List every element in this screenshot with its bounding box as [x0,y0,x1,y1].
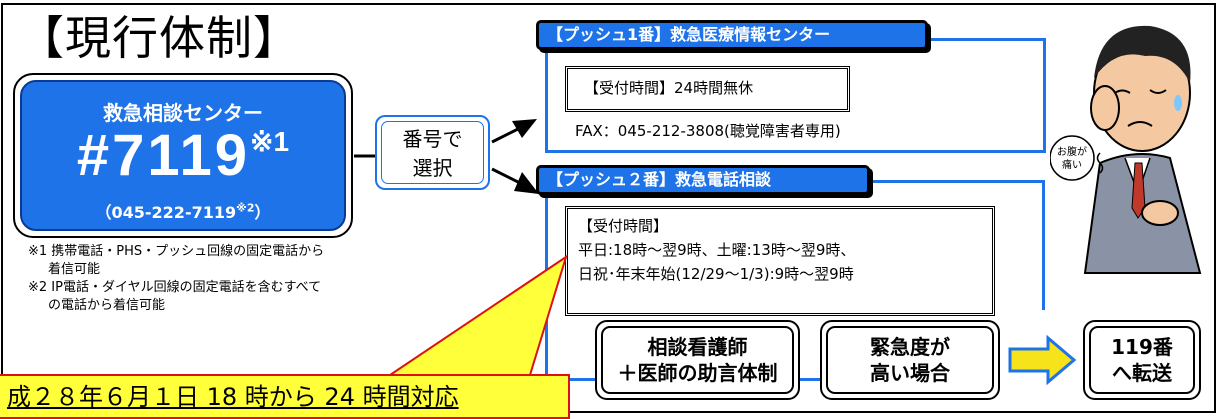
patient-illustration: お腹が 痛い [1050,25,1202,274]
consult-node: 相談看護師 ＋医師の助言体制 [595,320,800,400]
push1-right-line [1043,38,1046,153]
mouth [1127,121,1153,127]
transfer-line-1: 119番 [1111,335,1173,359]
push1-bottom-line [545,150,1046,153]
push2-right-line [1042,180,1045,310]
page-title: 【現行体制】 [18,11,300,65]
push2-hours: 【受付時間】 平日:18時～翌9時、土曜:13時～翌9時、 日祝･年末年始(12… [565,206,995,316]
center-number: #7119※1 [22,122,344,189]
push2-hours-holiday: 日祝･年末年始(12/29～1/3):9時～翌9時 [578,265,854,283]
callout-pointer-shape [386,255,568,376]
footnote-1-cont: 着信可能 [48,262,101,277]
yellow-arrow-icon [1008,335,1077,385]
left-eye [1114,89,1131,94]
arrow-head-push2 [514,172,539,194]
number-select-label: 番号で 選択 [381,121,484,184]
push1-left-line [545,38,548,151]
urgency-node: 緊急度が 高い場合 [820,320,1000,400]
diagram-frame [1,3,1216,413]
select-line-1: 番号で [402,127,463,151]
emergency-center-panel: 救急相談センター #7119※1 （045-222-7119※2） [20,80,346,231]
callout-text: 成２８年６月１日 18 時から 24 時間対応 [7,383,459,411]
consult-line-2: ＋医師の助言体制 [617,361,778,385]
sweat-drop [1174,95,1182,111]
pain-lines-icon [1096,152,1104,174]
speech-bubble-text-1: お腹が [1057,145,1087,158]
push1-hours: 【受付時間】24時間無休 [565,66,850,112]
center-alt-number: （045-222-7119※2） [22,199,344,223]
push2-top-line [865,180,1045,183]
push1-fax: FAX：045-212-3808(聴覚障害者専用) [575,122,841,140]
emergency-center-box: 救急相談センター #7119※1 （045-222-7119※2） [13,73,353,238]
center-number-note: ※1 [250,126,290,157]
callout-pointer [386,255,568,376]
hair [1094,25,1191,83]
urgency-line-2: 高い場合 [870,361,950,385]
footnote-1: ※1 携帯電話・PHS・プッシュ回線の固定電話から [28,244,325,259]
footnote-2: ※2 IP電話・ダイヤル回線の固定電話を含むすべて [28,280,322,295]
transfer-arrow [1008,335,1077,385]
alt-number-close: ） [254,203,271,222]
hand-on-stomach [1141,200,1179,226]
hand-on-head [1090,85,1120,131]
center-number-value: #7119 [76,123,251,188]
number-select-box: 番号で 選択 [375,115,490,190]
push2-hours-weekday: 平日:18時～翌9時、土曜:13時～翌9時、 [578,241,856,259]
arrow-head-push1 [512,119,537,138]
push1-header: 【プッシュ1番】救急医療情報センター [536,20,928,50]
footnote-2-cont: の電話から着信可能 [48,298,166,313]
transfer-node: 119番 へ転送 [1083,320,1201,400]
push2-hours-title: 【受付時間】 [578,217,669,235]
transfer-node-label: 119番 へ転送 [1089,326,1195,394]
alt-number-note: ※2 [236,201,255,215]
center-name: 救急相談センター [103,101,263,125]
transfer-line-2: へ転送 [1112,361,1172,385]
flow-line-a [548,378,598,381]
push1-top-line [920,38,1046,41]
right-eye [1149,89,1167,94]
push2-header: 【プッシュ２番】救急電話相談 [536,165,870,195]
flow-line-b [800,378,822,381]
alt-number-value: （045-222-7119 [95,203,237,222]
footnotes: ※1 携帯電話・PHS・プッシュ回線の固定電話から 着信可能 ※2 IP電話・ダ… [28,243,324,315]
select-line-2: 選択 [412,156,453,180]
consult-line-1: 相談看護師 [647,335,748,359]
urgency-node-label: 緊急度が 高い場合 [826,326,994,394]
urgency-line-1: 緊急度が [870,335,950,359]
speech-bubble [1050,135,1095,181]
speech-bubble-text-2: 痛い [1062,158,1082,171]
consult-node-label: 相談看護師 ＋医師の助言体制 [601,326,794,394]
callout-banner: 成２８年６月１日 18 時から 24 時間対応 [0,374,570,419]
